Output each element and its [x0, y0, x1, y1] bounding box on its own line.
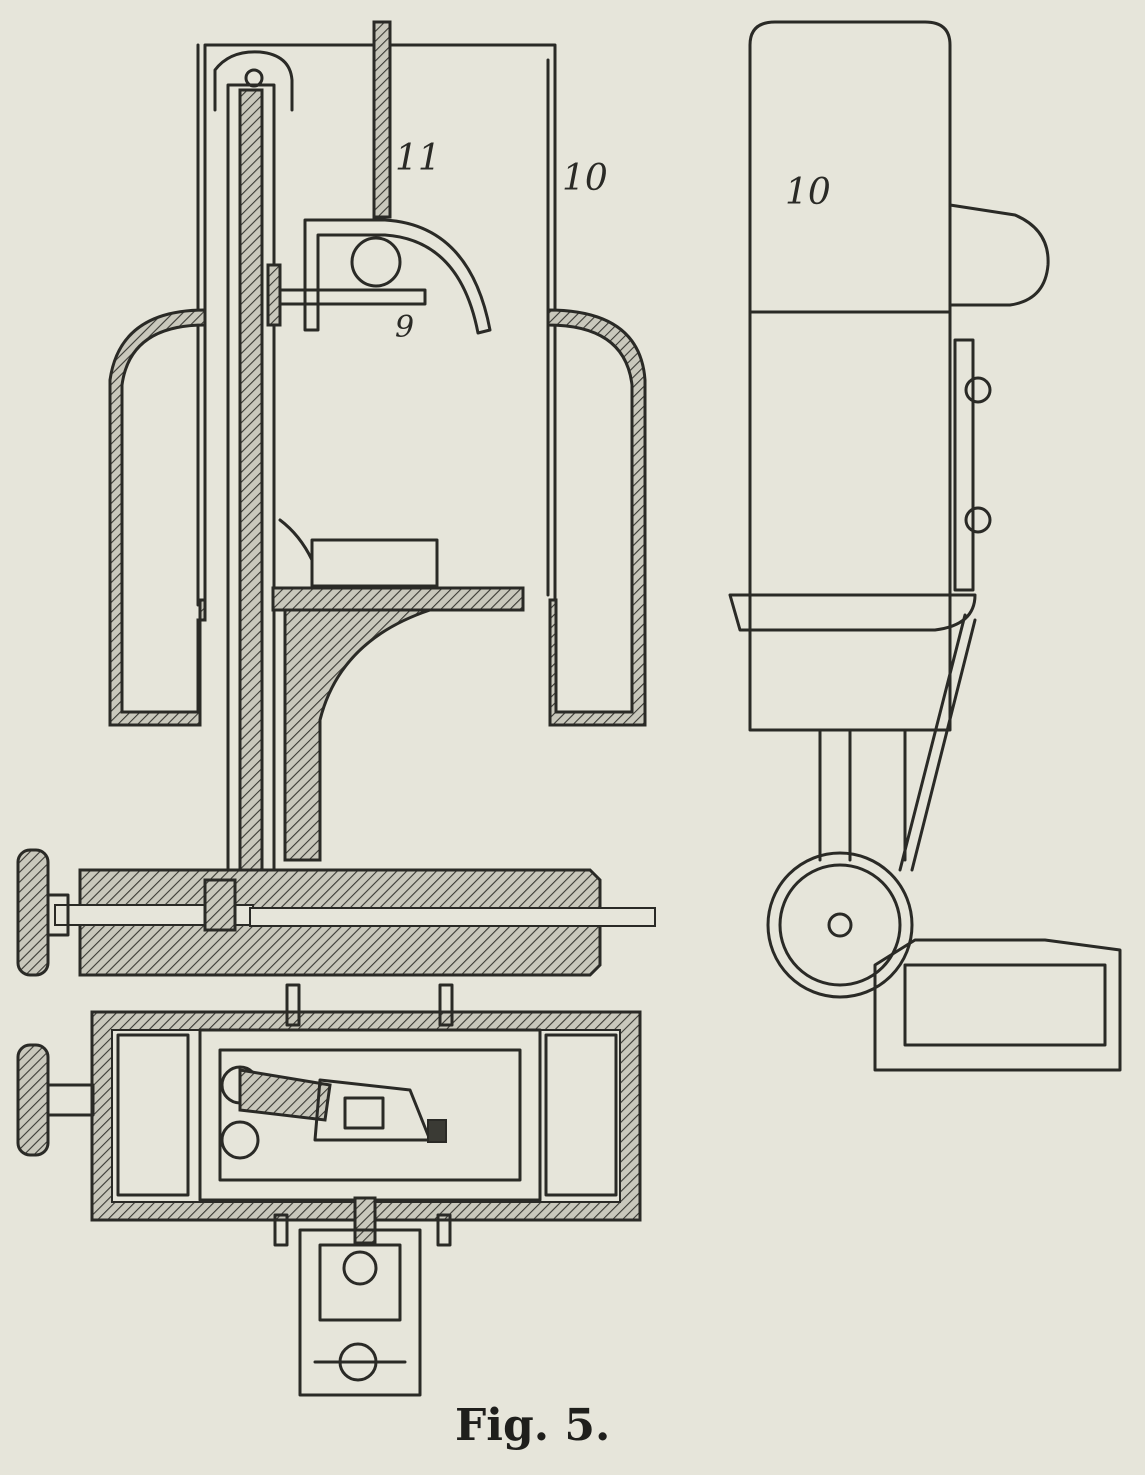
side-wheel-outer [766, 851, 914, 999]
spindle-rod [249, 907, 656, 927]
clamp-stem [353, 1196, 377, 1245]
handwheel-bottom [16, 1043, 50, 1157]
side-knob-1 [964, 376, 992, 404]
vertical-rod-inner [238, 88, 264, 872]
head-slot [343, 1096, 385, 1130]
post-1 [285, 983, 301, 1027]
handwheel-bottom-hub [46, 1083, 95, 1117]
wire [278, 518, 314, 562]
arm-9 [273, 288, 427, 306]
clip [266, 263, 282, 327]
right-bell [546, 308, 647, 727]
spindle-inner [203, 878, 237, 932]
post-2 [438, 983, 454, 1027]
left-block [116, 1033, 190, 1197]
side-strip [953, 338, 975, 592]
left-bell [108, 308, 207, 727]
side-foot [873, 938, 1122, 1072]
column-support [283, 608, 431, 862]
clamp-ball [342, 1250, 378, 1286]
clamp-body [298, 1228, 422, 1397]
head-nut [427, 1119, 447, 1143]
front-view [16, 20, 656, 1397]
plate-11 [372, 20, 392, 219]
right-block [544, 1033, 618, 1197]
side-bump [948, 203, 1050, 307]
post-4 [436, 1213, 452, 1247]
box-roller-bottom [220, 1120, 260, 1160]
handwheel-top [16, 848, 50, 977]
side-wheel-mid [778, 863, 902, 987]
side-legs [818, 613, 977, 872]
label-10-front: 10 [562, 158, 608, 199]
figure-caption: Fig. 5. [455, 1400, 611, 1451]
top-cap [213, 50, 294, 112]
table-top [271, 586, 525, 612]
inner-frame [198, 1028, 542, 1202]
handwheel-hub [46, 893, 70, 937]
housing-10-side [748, 20, 952, 732]
label-10-side: 10 [785, 172, 831, 213]
label-11: 11 [395, 138, 441, 179]
angled-arm [238, 1068, 332, 1122]
side-wheel-hub [827, 912, 853, 938]
side-foot-inner [903, 963, 1107, 1047]
table-block [310, 538, 439, 588]
side-tray [728, 593, 977, 632]
bracket-9 [303, 218, 492, 335]
side-knob-2 [964, 506, 992, 534]
post-3 [273, 1213, 289, 1247]
roller [350, 236, 402, 288]
label-9: 9 [395, 310, 415, 345]
side-view [728, 20, 1122, 1072]
clamp-inner [318, 1243, 402, 1322]
